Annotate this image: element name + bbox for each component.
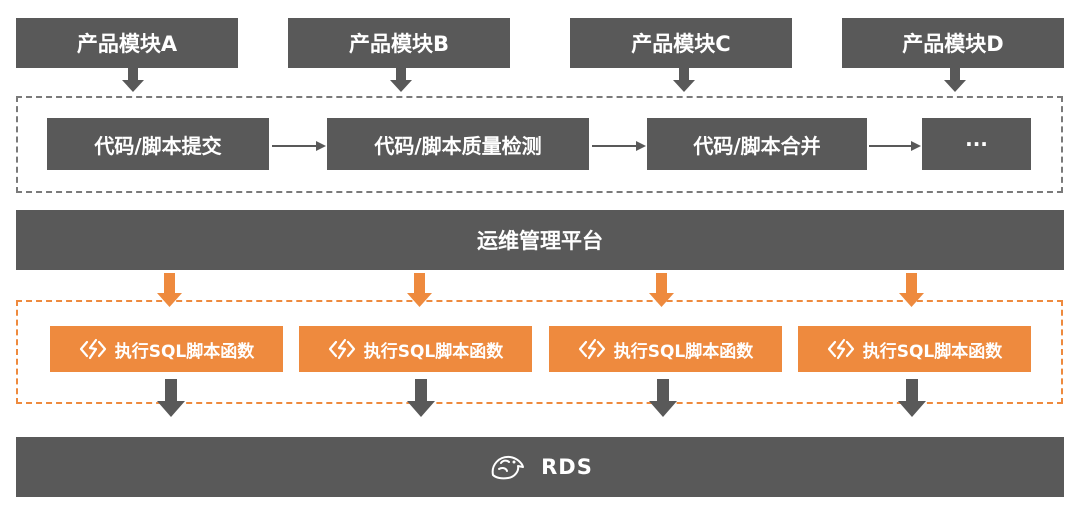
function-code-icon bbox=[79, 338, 106, 360]
rds-bar: RDS bbox=[16, 437, 1064, 497]
step-ellipsis: ··· bbox=[922, 118, 1031, 170]
pipeline-group-border bbox=[16, 96, 1063, 193]
arrow-down-icon bbox=[944, 68, 966, 92]
step-quality-check: 代码/脚本质量检测 bbox=[327, 118, 589, 170]
product-module-a: 产品模块A bbox=[16, 18, 238, 68]
function-code-icon bbox=[827, 338, 854, 360]
ops-management-platform: 运维管理平台 bbox=[16, 210, 1064, 270]
product-module-c: 产品模块C bbox=[570, 18, 792, 68]
step-code-submit: 代码/脚本提交 bbox=[47, 118, 269, 170]
product-module-d: 产品模块D bbox=[842, 18, 1064, 68]
rds-label: RDS bbox=[541, 455, 593, 479]
sql-function-label: 执行SQL脚本函数 bbox=[862, 341, 1003, 362]
sql-function-label: 执行SQL脚本函数 bbox=[613, 341, 754, 362]
sql-function-4: 执行SQL脚本函数 bbox=[798, 326, 1031, 372]
sql-function-label: 执行SQL脚本函数 bbox=[363, 341, 504, 362]
arrow-down-icon bbox=[673, 68, 695, 92]
product-module-b: 产品模块B bbox=[288, 18, 510, 68]
function-group-border bbox=[16, 300, 1063, 404]
arrow-down-icon bbox=[122, 68, 144, 92]
module-down-arrows bbox=[122, 68, 966, 92]
sql-function-3: 执行SQL脚本函数 bbox=[549, 326, 782, 372]
rds-dolphin-icon bbox=[491, 455, 525, 480]
function-code-icon bbox=[328, 338, 355, 360]
sql-function-label: 执行SQL脚本函数 bbox=[114, 341, 255, 362]
step-code-merge: 代码/脚本合并 bbox=[647, 118, 867, 170]
sql-function-2: 执行SQL脚本函数 bbox=[299, 326, 532, 372]
arrow-down-icon bbox=[390, 68, 412, 92]
sql-function-1: 执行SQL脚本函数 bbox=[50, 326, 283, 372]
function-code-icon bbox=[578, 338, 605, 360]
